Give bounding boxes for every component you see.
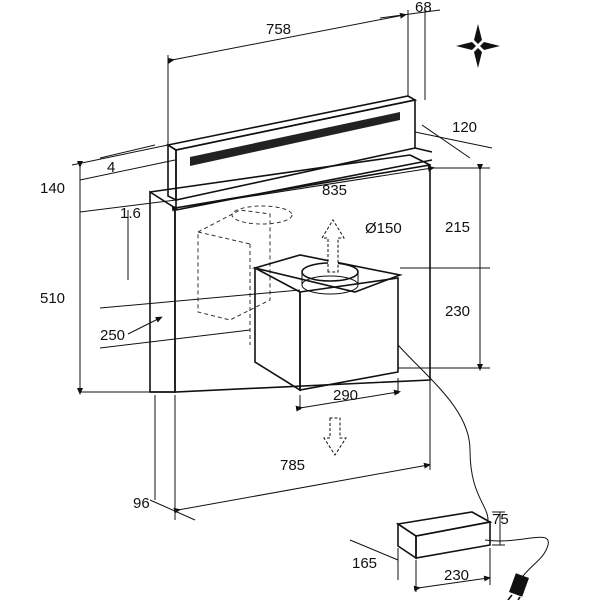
top-hood-unit (165, 95, 433, 211)
dimension-span: 835 (322, 182, 347, 199)
dimension-base-width: 785 (280, 457, 305, 474)
dimension-motor-height: 230 (445, 303, 470, 320)
airflow-down-arrow-icon (323, 417, 347, 456)
dimension-lines (71, 9, 505, 592)
dimension-lip: 1.6 (120, 205, 141, 222)
dimension-depth-trim: 120 (452, 119, 477, 136)
dimension-height: 510 (40, 290, 65, 307)
dimension-box-height: 75 (492, 511, 509, 528)
dimension-width-top: 758 (266, 21, 291, 38)
power-plug-icon (507, 573, 529, 600)
dimension-gap: 4 (107, 159, 115, 176)
airflow-up-arrow-icon (321, 219, 345, 273)
compass-rose-icon (456, 24, 500, 68)
dimension-duct-offset: 215 (445, 219, 470, 236)
control-box (395, 511, 493, 560)
dimension-box-width: 230 (444, 567, 469, 584)
dimension-box-depth: 165 (352, 555, 377, 572)
dimension-offset-top: 68 (415, 0, 432, 16)
dimension-top-height: 140 (40, 180, 65, 197)
motor-box (251, 254, 403, 392)
duct-outline (197, 205, 293, 345)
dimension-depth: 250 (100, 327, 125, 344)
dimension-base-depth: 96 (133, 495, 150, 512)
dimension-motor-width: 290 (333, 387, 358, 404)
dimension-duct-diameter: Ø150 (365, 220, 402, 237)
power-cable (397, 344, 549, 581)
